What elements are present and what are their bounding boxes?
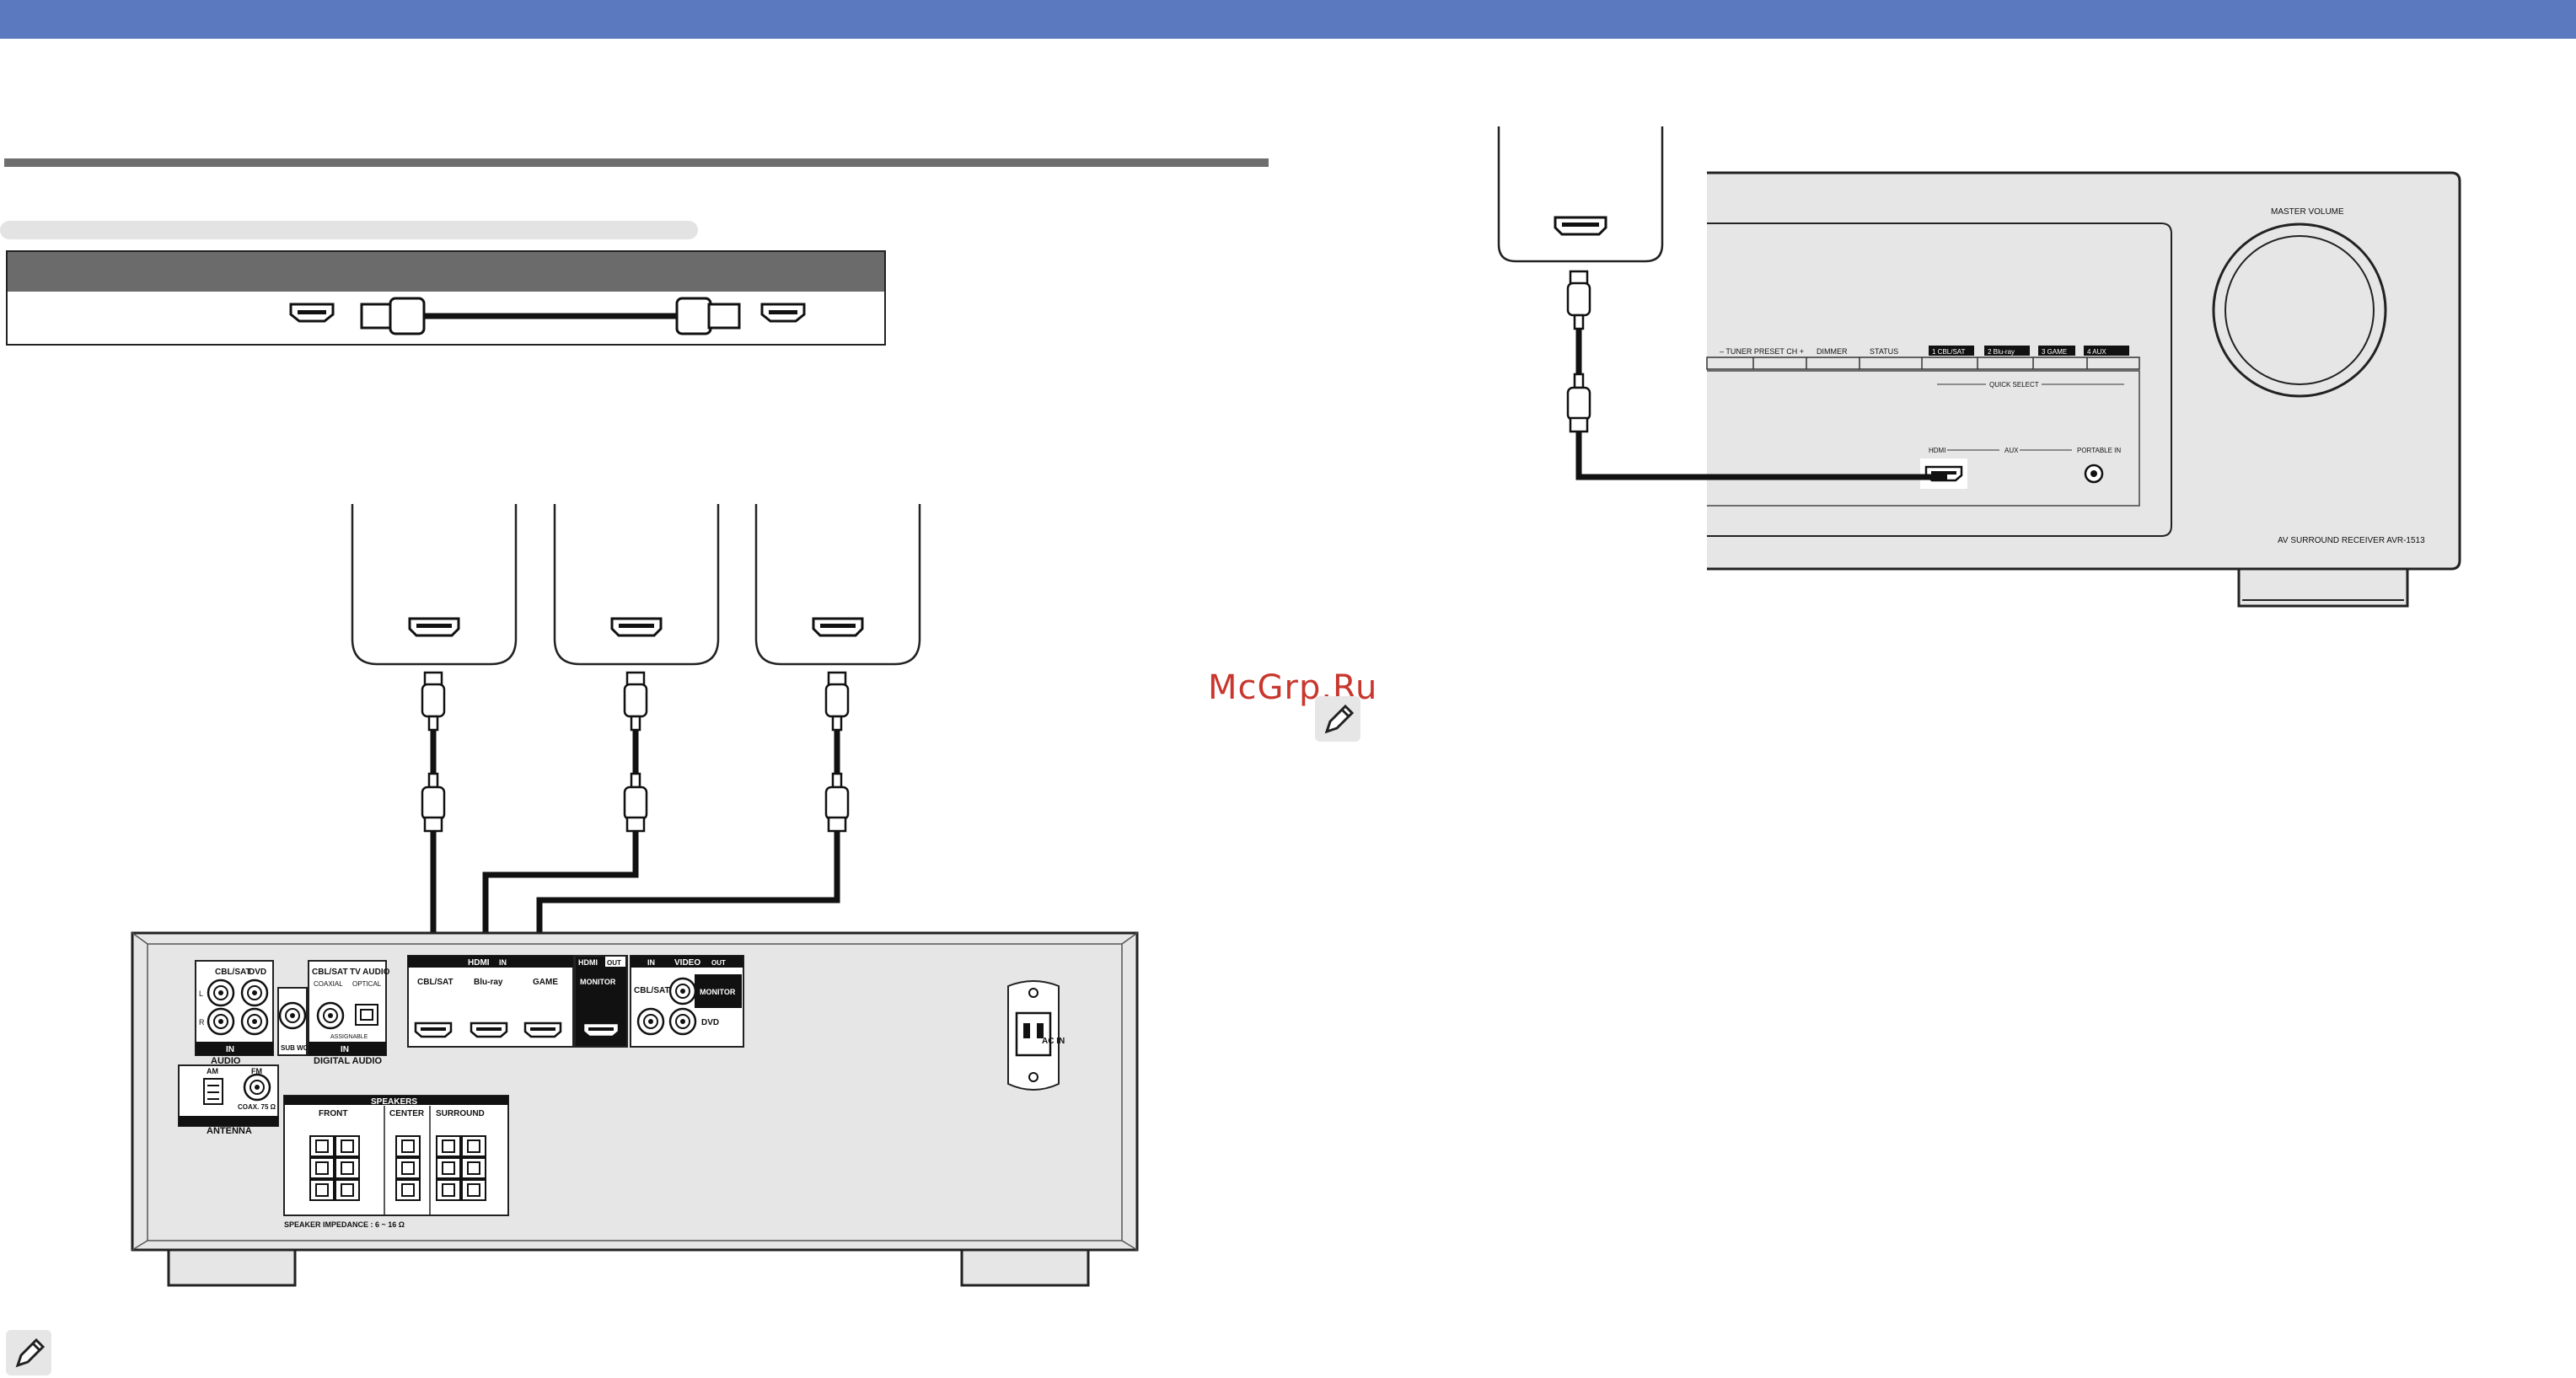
audio-in-dvd-label: DVD [249, 968, 266, 977]
video-monitor-label: MONITOR [700, 988, 736, 996]
receiver-rear-panel: CBL/SAT DVD L R IN AUDIO SUB WOOFER CBL/… [131, 931, 1139, 1287]
speakers-label: SPEAKERS [371, 1097, 417, 1107]
speakers-front-label: FRONT [319, 1109, 347, 1118]
cable-plug-2-top [623, 671, 648, 732]
video-out-label: OUT [711, 959, 726, 967]
model-label: AV SURROUND RECEIVER AVR-1513 [2278, 536, 2425, 545]
audio-in-right-label: R [199, 1018, 205, 1027]
speaker-impedance-label: SPEAKER IMPEDANCE : 6 ~ 16 Ω [284, 1220, 405, 1229]
source-device-3 [754, 502, 921, 666]
hdmi-in-game-label: GAME [533, 978, 558, 987]
cable-plug-3-bottom [824, 772, 850, 833]
cable-legend-header [8, 252, 884, 292]
quick-select-label: QUICK SELECT [1989, 381, 2039, 389]
video-in-label: IN [647, 958, 655, 967]
digital-in-label: IN [341, 1045, 349, 1054]
subsection-bar [0, 221, 698, 239]
status-label: STATUS [1870, 347, 1898, 356]
source-device-1 [351, 502, 518, 666]
top-color-bar [0, 0, 2576, 39]
front-cable-route [1575, 432, 1947, 480]
cable-plug-1-bottom [421, 772, 446, 833]
hdmi-in-port-game [523, 1021, 562, 1038]
dimmer-label: DIMMER [1817, 347, 1848, 356]
master-volume-knob [2212, 223, 2387, 398]
audio-in-in-label: IN [226, 1045, 234, 1054]
speakers-surround-label: SURROUND [436, 1109, 485, 1118]
portable-device [1497, 126, 1664, 263]
receiver-foot-left [167, 1248, 297, 1287]
portable-in-label: PORTABLE IN [2077, 447, 2121, 454]
speakers-center-label: CENTER [389, 1109, 425, 1118]
digital-coaxial-label: COAXIAL [314, 980, 343, 988]
quick-select-2: 2 Blu-ray [1988, 348, 2015, 356]
portable-in-jack [2084, 464, 2104, 484]
hdmi-in-in-label: IN [499, 958, 507, 967]
front-hdmi-label: HDMI [1929, 447, 1945, 454]
antenna-fm-label: FM [251, 1067, 262, 1075]
quick-select-buttons: 1 CBL/SAT 2 Blu-ray 3 GAME 4 AUX [1929, 346, 2129, 356]
video-dvd-label: DVD [701, 1018, 719, 1027]
master-volume-label: MASTER VOLUME [2271, 207, 2344, 217]
antenna-am-label: AM [207, 1067, 218, 1075]
receiver-front-panel: – TUNER PRESET CH + DIMMER STATUS 1 CBL/… [1497, 126, 2461, 608]
hdmi-port-icon-right [760, 303, 806, 323]
front-cable-plug-bottom [1566, 373, 1591, 433]
hdmi-out-out-label: OUT [607, 959, 621, 967]
video-cblsat-label: CBL/SAT [634, 986, 670, 995]
hdmi-in-header: HDMI [468, 958, 490, 968]
digital-optical-label: OPTICAL [352, 980, 382, 988]
quick-select-4: 4 AUX [2087, 348, 2106, 356]
hdmi-plug-icon-right [675, 297, 741, 335]
speaker-terminals [309, 1135, 486, 1201]
digital-tvaudio-label: TV AUDIO [350, 968, 390, 977]
digital-assignable-label: ASSIGNABLE [330, 1034, 368, 1040]
front-aux-label: AUX [2004, 447, 2019, 454]
note-pencil-icon [1315, 696, 1360, 742]
audio-in-cblsat-label: CBL/SAT [215, 968, 251, 977]
subwoofer-label: SUB WOOFER [281, 1044, 327, 1052]
cable-plug-1-top [421, 671, 446, 732]
antenna-coax-label: COAX. 75 Ω [238, 1103, 276, 1111]
front-cable-plug-top [1566, 270, 1591, 330]
video-header: VIDEO [674, 958, 700, 968]
hdmi-out-monitor-label: MONITOR [580, 978, 616, 986]
audio-label: AUDIO [211, 1056, 241, 1066]
hdmi-out-header: HDMI [578, 958, 598, 967]
cable-plug-2-bottom [623, 772, 648, 833]
receiver-foot-right [960, 1248, 1090, 1287]
digital-audio-label: DIGITAL AUDIO [314, 1056, 383, 1066]
hdmi-plug-icon-left [360, 297, 426, 335]
hdmi-out-port [582, 1021, 620, 1038]
quick-select-3: 3 GAME [2042, 348, 2067, 356]
cable-plug-3-top [824, 671, 850, 732]
hdmi-in-cblsat-label: CBL/SAT [417, 978, 453, 987]
audio-in-left-label: L [199, 989, 203, 998]
cable-legend-box [6, 250, 886, 346]
cable-legend-drawing [289, 297, 806, 335]
hdmi-port-icon-left [289, 303, 335, 323]
quick-select-1: 1 CBL/SAT [1932, 348, 1966, 356]
ac-in-label: AC IN [1042, 1037, 1065, 1046]
digital-cblsat-label: CBL/SAT [312, 968, 348, 977]
antenna-label: ANTENNA [207, 1126, 252, 1136]
tuner-preset-label: – TUNER PRESET CH + [1720, 347, 1804, 356]
hdmi-in-bluray-label: Blu-ray [474, 978, 503, 987]
hdmi-in-port-cblsat [414, 1021, 453, 1038]
hdmi-in-port-bluray [470, 1021, 508, 1038]
note-pencil-icon-bottom [6, 1330, 51, 1375]
section-divider [4, 158, 1269, 167]
source-device-2 [553, 502, 720, 666]
